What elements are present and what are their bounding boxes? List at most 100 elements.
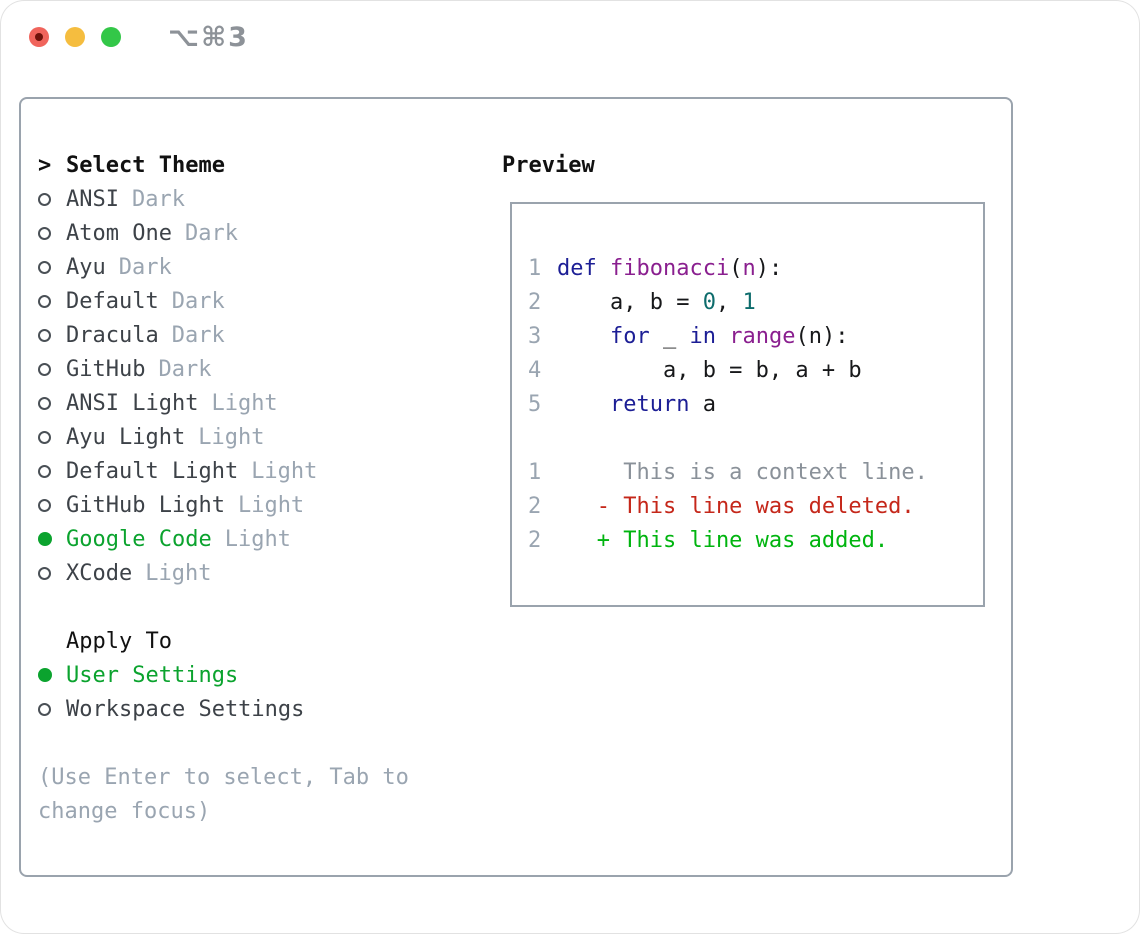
code-text: + This line was added. — [557, 527, 889, 553]
radio-unselected-icon — [38, 226, 51, 240]
apply-to-option[interactable]: Workspace Settings — [38, 692, 409, 726]
spacer — [38, 726, 409, 760]
line-number: 2 — [528, 289, 542, 315]
item-label: Dracula — [66, 322, 159, 348]
theme-list-item[interactable]: Atom One Dark — [38, 216, 409, 250]
radio-unselected-icon — [38, 702, 51, 716]
apply-to-option[interactable]: User Settings — [38, 658, 409, 692]
radio-unselected-icon — [38, 396, 51, 410]
line-number: 1 — [528, 459, 542, 485]
line-number: 4 — [528, 357, 542, 383]
code-text: a, b = b, a + b — [557, 357, 862, 383]
traffic-lights — [29, 27, 121, 47]
code-text: a, b = 0, 1 — [557, 289, 756, 315]
code-text: for _ in range(n): — [609, 323, 849, 349]
item-label: GitHub Light — [66, 492, 225, 518]
code-text: This is a context line. — [557, 459, 928, 485]
theme-list-item[interactable]: GitHub Light Light — [38, 488, 409, 522]
theme-list-item[interactable]: Google Code Light — [38, 522, 409, 556]
item-variant-label: Light — [198, 424, 265, 450]
hint-text-line1: (Use Enter to select, Tab to — [38, 764, 409, 790]
item-variant-label: Dark — [158, 356, 212, 382]
item-label: ANSI Light — [66, 390, 199, 416]
theme-list-item[interactable]: Dracula Dark — [38, 318, 409, 352]
line-number: 5 — [528, 391, 542, 417]
item-label: Ayu — [66, 254, 106, 280]
spacer — [38, 590, 409, 624]
radio-selected-icon — [38, 532, 52, 546]
item-label: Workspace Settings — [66, 696, 305, 722]
zoom-light[interactable] — [101, 27, 121, 47]
item-variant-label: Dark — [171, 288, 225, 314]
item-label: GitHub — [66, 356, 146, 382]
item-variant-label: Light — [237, 492, 305, 518]
item-variant-label: Light — [145, 560, 212, 586]
radio-unselected-icon — [38, 260, 51, 274]
line-number: 2 — [528, 527, 542, 553]
preview-code-line: 1 def fibonacci(n): — [528, 251, 983, 285]
code-text: def fibonacci(n): — [557, 255, 783, 281]
radio-unselected-icon — [38, 328, 51, 342]
theme-list-item[interactable]: XCode Light — [38, 556, 409, 590]
title-bar: ⌥⌘3 — [0, 0, 1140, 75]
item-variant-label: Dark — [118, 254, 172, 280]
window-title: ⌥⌘3 — [168, 22, 249, 53]
item-label: Atom One — [66, 220, 172, 246]
apply-to-label: Apply To — [66, 628, 172, 654]
code-text: - This line was deleted. — [557, 493, 915, 519]
theme-list-item[interactable]: Ayu Dark — [38, 250, 409, 284]
theme-list-item[interactable]: Default Light Light — [38, 454, 409, 488]
radio-unselected-icon — [38, 192, 51, 206]
radio-unselected-icon — [38, 566, 51, 580]
line-number: 2 — [528, 493, 542, 519]
item-label: Google Code — [66, 526, 212, 552]
preview-label: Preview — [502, 152, 595, 178]
close-light[interactable] — [29, 27, 49, 47]
item-variant-label: Dark — [184, 220, 238, 246]
preview-code-line: 5 return a — [528, 387, 983, 421]
preview-code-line: 1 This is a context line. — [528, 455, 983, 489]
theme-list-item[interactable]: Default Dark — [38, 284, 409, 318]
preview-code-line: 2 a, b = 0, 1 — [528, 285, 983, 319]
theme-list-item[interactable]: GitHub Dark — [38, 352, 409, 386]
theme-list-item[interactable]: ANSI Dark — [38, 182, 409, 216]
item-variant-label: Light — [211, 390, 278, 416]
preview-code-line: 3 for _ in range(n): — [528, 319, 983, 353]
apply-to-header: Apply To — [38, 624, 409, 658]
item-variant-label: Light — [224, 526, 291, 552]
item-label: Default Light — [66, 458, 239, 484]
item-label: XCode — [66, 560, 133, 586]
minimize-light[interactable] — [65, 27, 85, 47]
item-label: ANSI — [66, 186, 119, 212]
code-text: return a — [609, 391, 716, 417]
radio-unselected-icon — [38, 464, 51, 478]
line-number: 3 — [528, 323, 542, 349]
preview-code-line: 2 - This line was deleted. — [528, 489, 983, 523]
prompt-caret-icon: > — [38, 152, 52, 178]
preview-code-line: 4 a, b = b, a + b — [528, 353, 983, 387]
radio-unselected-icon — [38, 294, 51, 308]
item-variant-label: Light — [251, 458, 318, 484]
item-variant-label: Dark — [171, 322, 225, 348]
select-theme-label: Select Theme — [66, 152, 225, 178]
select-theme-header: > Select Theme — [38, 148, 409, 182]
close-light-dot-icon — [35, 33, 43, 41]
item-variant-label: Dark — [131, 186, 185, 212]
theme-list-item[interactable]: ANSI Light Light — [38, 386, 409, 420]
preview-code-line: 2 + This line was added. — [528, 523, 983, 557]
item-label: User Settings — [66, 662, 239, 688]
radio-selected-icon — [38, 668, 52, 682]
item-label: Default — [66, 288, 159, 314]
radio-unselected-icon — [38, 430, 51, 444]
radio-unselected-icon — [38, 498, 51, 512]
preview-code-line — [528, 421, 983, 455]
line-number: 1 — [528, 255, 542, 281]
radio-unselected-icon — [38, 362, 51, 376]
